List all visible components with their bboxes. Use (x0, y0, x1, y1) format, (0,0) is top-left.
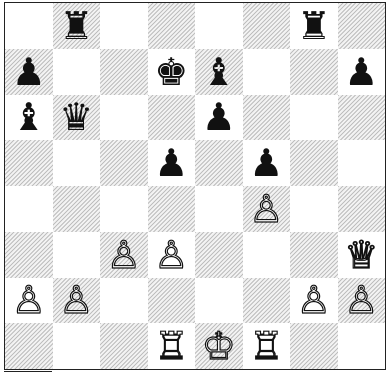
square-e7[interactable]: ♝ (195, 49, 243, 95)
square-e6[interactable]: ♟ (195, 95, 243, 141)
square-h1[interactable] (338, 323, 386, 369)
square-e1[interactable]: ♔ (195, 323, 243, 369)
white-king-icon[interactable]: ♔ (195, 323, 243, 369)
square-c1[interactable] (100, 323, 148, 369)
square-c8[interactable] (100, 3, 148, 49)
square-f4[interactable]: ♙ (243, 186, 291, 232)
square-h6[interactable] (338, 95, 386, 141)
square-h4[interactable] (338, 186, 386, 232)
square-g5[interactable] (290, 140, 338, 186)
white-pawn-icon[interactable]: ♙ (148, 232, 196, 278)
square-g8[interactable]: ♜ (290, 3, 338, 49)
square-a1[interactable] (5, 323, 53, 369)
square-b6[interactable]: ♛ (53, 95, 101, 141)
square-a2[interactable]: ♙ (5, 278, 53, 324)
square-c2[interactable] (100, 278, 148, 324)
square-b3[interactable] (53, 232, 101, 278)
square-d7[interactable]: ♚ (148, 49, 196, 95)
white-rook-icon[interactable]: ♖ (148, 323, 196, 369)
square-f1[interactable]: ♖ (243, 323, 291, 369)
square-d8[interactable] (148, 3, 196, 49)
square-d5[interactable]: ♟ (148, 140, 196, 186)
square-d1[interactable]: ♖ (148, 323, 196, 369)
black-bishop-icon[interactable]: ♝ (195, 49, 243, 95)
square-f3[interactable] (243, 232, 291, 278)
square-c3[interactable]: ♙ (100, 232, 148, 278)
square-e8[interactable] (195, 3, 243, 49)
square-f2[interactable] (243, 278, 291, 324)
square-g3[interactable] (290, 232, 338, 278)
square-g6[interactable] (290, 95, 338, 141)
black-rook-icon[interactable]: ♜ (53, 3, 101, 49)
square-g2[interactable]: ♙ (290, 278, 338, 324)
square-d4[interactable] (148, 186, 196, 232)
square-d6[interactable] (148, 95, 196, 141)
black-pawn-icon[interactable]: ♟ (5, 49, 53, 95)
black-pawn-icon[interactable]: ♟ (195, 95, 243, 141)
square-h2[interactable]: ♙ (338, 278, 386, 324)
square-g7[interactable] (290, 49, 338, 95)
square-b7[interactable] (53, 49, 101, 95)
square-h3[interactable]: ♕ (338, 232, 386, 278)
white-pawn-icon[interactable]: ♙ (243, 186, 291, 232)
white-pawn-icon[interactable]: ♙ (53, 278, 101, 324)
square-a7[interactable]: ♟ (5, 49, 53, 95)
chess-board: ♜♜♟♚♝♟♝♛♟♟♟♙♙♙♕♙♙♙♙♖♔♖ (5, 3, 385, 369)
square-c4[interactable] (100, 186, 148, 232)
square-a4[interactable] (5, 186, 53, 232)
square-e4[interactable] (195, 186, 243, 232)
square-h8[interactable] (338, 3, 386, 49)
square-h5[interactable] (338, 140, 386, 186)
square-a8[interactable] (5, 3, 53, 49)
black-king-icon[interactable]: ♚ (148, 49, 196, 95)
square-f6[interactable] (243, 95, 291, 141)
white-pawn-icon[interactable]: ♙ (100, 232, 148, 278)
black-pawn-icon[interactable]: ♟ (243, 140, 291, 186)
black-queen-icon[interactable]: ♛ (53, 95, 101, 141)
square-e3[interactable] (195, 232, 243, 278)
square-f5[interactable]: ♟ (243, 140, 291, 186)
square-a6[interactable]: ♝ (5, 95, 53, 141)
square-e5[interactable] (195, 140, 243, 186)
white-pawn-icon[interactable]: ♙ (338, 278, 386, 324)
white-pawn-icon[interactable]: ♙ (5, 278, 53, 324)
white-pawn-icon[interactable]: ♙ (290, 278, 338, 324)
square-b8[interactable]: ♜ (53, 3, 101, 49)
square-b5[interactable] (53, 140, 101, 186)
white-rook-icon[interactable]: ♖ (243, 323, 291, 369)
black-rook-icon[interactable]: ♜ (290, 3, 338, 49)
square-g4[interactable] (290, 186, 338, 232)
square-a5[interactable] (5, 140, 53, 186)
square-h7[interactable]: ♟ (338, 49, 386, 95)
black-pawn-icon[interactable]: ♟ (148, 140, 196, 186)
square-d2[interactable] (148, 278, 196, 324)
square-c5[interactable] (100, 140, 148, 186)
square-b4[interactable] (53, 186, 101, 232)
square-f8[interactable] (243, 3, 291, 49)
square-e2[interactable] (195, 278, 243, 324)
square-c6[interactable] (100, 95, 148, 141)
square-c7[interactable] (100, 49, 148, 95)
white-queen-icon[interactable]: ♕ (338, 232, 386, 278)
black-bishop-icon[interactable]: ♝ (5, 95, 53, 141)
square-b2[interactable]: ♙ (53, 278, 101, 324)
square-a3[interactable] (5, 232, 53, 278)
square-g1[interactable] (290, 323, 338, 369)
square-f7[interactable] (243, 49, 291, 95)
square-b1[interactable] (53, 323, 101, 369)
chess-board-frame: ♜♜♟♚♝♟♝♛♟♟♟♙♙♙♕♙♙♙♙♖♔♖ (4, 2, 386, 370)
divider (4, 371, 52, 372)
square-d3[interactable]: ♙ (148, 232, 196, 278)
black-pawn-icon[interactable]: ♟ (338, 49, 386, 95)
